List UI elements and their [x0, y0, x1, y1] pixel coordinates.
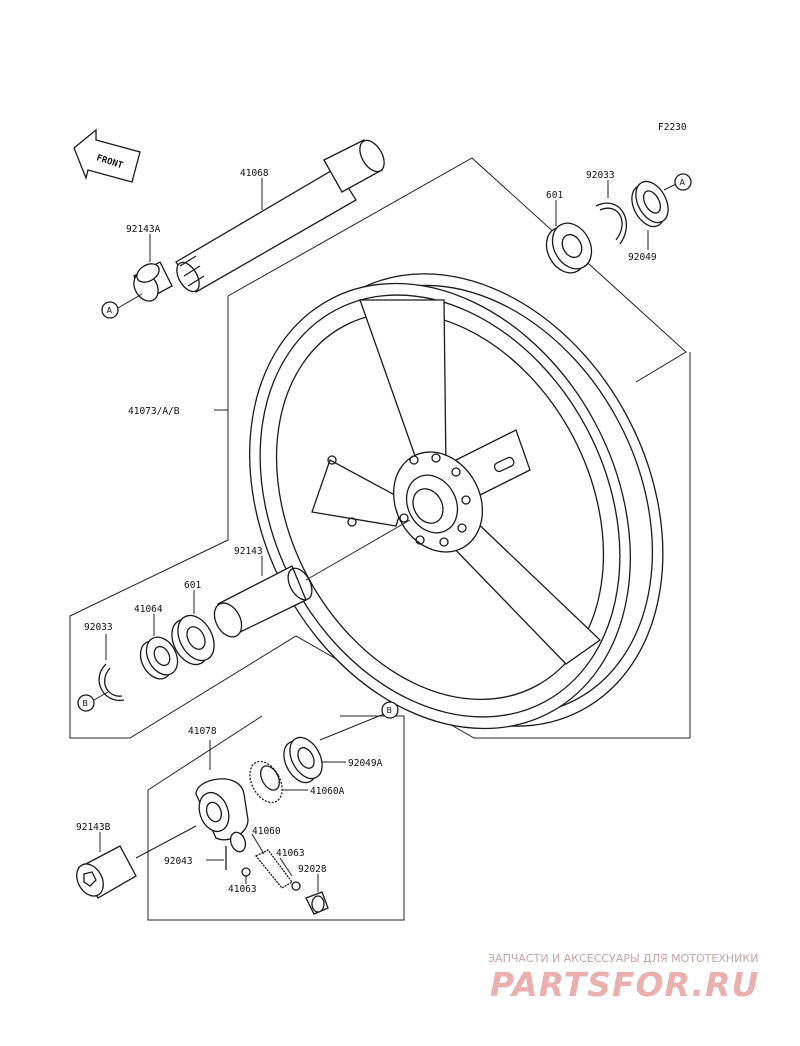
label-bearing-right: 601	[546, 190, 563, 201]
watermark-tagline: ЗАПЧАСТИ И АКСЕССУАРЫ ДЛЯ МОТОТЕХНИКИ	[488, 952, 758, 965]
wheel-rim-part	[249, 273, 664, 730]
label-shaft-a: 41063	[276, 848, 305, 859]
shaft-part	[241, 867, 301, 891]
drive-gear-part	[249, 760, 283, 804]
label-pin: 92043	[164, 856, 193, 867]
front-arrow-icon: FRONT	[73, 128, 141, 183]
bushing-part	[305, 891, 329, 915]
callout-b-left	[77, 694, 95, 712]
label-spacer: 92143	[234, 546, 263, 557]
label-shaft-b: 41063	[228, 884, 257, 895]
label-wheel: 41073/A/B	[128, 406, 180, 417]
callout-a-left-label: A	[107, 306, 113, 315]
label-gear-housing: 41078	[188, 726, 217, 737]
collar-b-part	[76, 845, 137, 899]
label-drive-gear: 41060A	[310, 786, 345, 797]
callout-a-right	[674, 173, 692, 191]
figure-code: F2230	[658, 122, 687, 133]
callout-b-left-label: B	[83, 699, 89, 708]
callout-b-right	[381, 701, 399, 719]
label-seal-right: 92049	[628, 252, 657, 263]
pinion-part	[229, 831, 293, 889]
bearing-left-part	[171, 614, 215, 666]
label-bushing: 92028	[298, 864, 327, 875]
retainer-part	[139, 636, 179, 680]
watermark-logo: PARTSFOR.RU	[490, 965, 759, 1004]
seal-right-part	[631, 180, 669, 228]
label-collar-b: 92143B	[76, 822, 111, 833]
label-axle: 41068	[240, 168, 269, 179]
callout-b-right-label: B	[387, 706, 393, 715]
collar-left-part	[133, 261, 173, 302]
label-seal-left: 92049A	[348, 758, 383, 769]
circlip-right-part	[595, 202, 628, 245]
label-circlip-left: 92033	[84, 622, 113, 633]
seal-left-part	[283, 736, 323, 784]
label-pinion: 41060	[252, 826, 281, 837]
label-bearing-left: 601	[184, 580, 201, 591]
label-collar-left: 92143A	[126, 224, 161, 235]
callout-a-left	[101, 301, 119, 319]
axle-part	[175, 139, 385, 293]
circlip-left-part	[98, 663, 125, 701]
callout-a-right-label: A	[680, 178, 686, 187]
bearing-right-part	[545, 222, 593, 274]
label-circlip-right: 92033	[586, 170, 615, 181]
label-retainer: 41064	[134, 604, 163, 615]
gear-housing-part	[195, 778, 249, 841]
spacer-part	[213, 565, 313, 638]
